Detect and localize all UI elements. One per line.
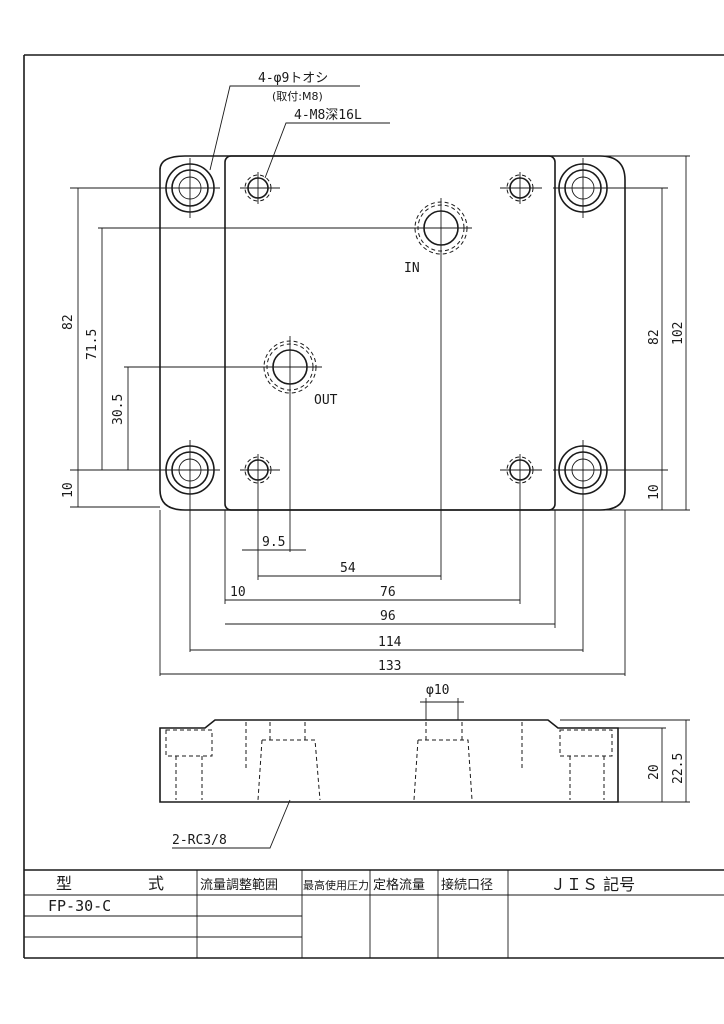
left-dimensions: 82 71.5 30.5 10 (61, 187, 420, 508)
side-view: φ10 20 22.5 2-RC3/8 (159, 683, 690, 849)
dim-right-102: 102 (671, 322, 686, 345)
plate-outline (159, 155, 626, 511)
table-header-jis: ＪＩＳ 記号 (550, 875, 635, 894)
dim-b-76: 76 (380, 585, 396, 600)
label-in: IN (404, 261, 420, 276)
dim-side-20: 20 (647, 764, 662, 780)
dim-left-71-5: 71.5 (85, 329, 100, 360)
callout-mount: (取付:M8) (272, 90, 323, 103)
table-header-rated-flow: 定格流量 (373, 877, 425, 893)
plate-body (224, 155, 556, 511)
dim-right-10: 10 (647, 484, 662, 500)
bottom-dimensions: 9.5 54 10 76 96 114 133 (159, 258, 626, 676)
leader-through-hole (209, 85, 360, 171)
dim-left-10: 10 (61, 482, 76, 498)
side-outline (159, 719, 619, 803)
dim-b-10: 10 (230, 585, 246, 600)
table-model-value: FP-30-C (48, 897, 111, 915)
dim-b-96: 96 (380, 609, 396, 624)
table-header-model-a: 型 (56, 874, 72, 893)
dim-left-30-5: 30.5 (111, 394, 126, 425)
dim-right-82: 82 (647, 329, 662, 345)
callout-through-hole: 4-φ9トオシ (258, 71, 328, 86)
tapped-hole-tr (500, 172, 542, 204)
dim-side-22-5: 22.5 (671, 753, 686, 784)
through-hole-br (553, 440, 613, 500)
dim-phi10: φ10 (426, 683, 449, 698)
dim-b-133: 133 (378, 659, 401, 674)
dim-left-82: 82 (61, 314, 76, 330)
tapped-hole-br (500, 454, 542, 490)
top-view: IN OUT 4-φ9トオシ (取付:M8) 4-M8深16L (159, 71, 626, 511)
label-out: OUT (314, 393, 338, 408)
leader-tapped (264, 122, 390, 179)
dim-b-54: 54 (340, 561, 356, 576)
through-hole-bl (160, 440, 220, 500)
in-port (410, 198, 472, 258)
out-port (258, 336, 322, 398)
callout-rc: 2-RC3/8 (172, 833, 227, 848)
table-header-port-size: 接続口径 (441, 877, 493, 893)
dim-b-9-5: 9.5 (262, 535, 285, 550)
tapped-hole-bl (240, 454, 280, 490)
table-header-max-pressure: 最高使用圧力 (303, 878, 369, 892)
through-hole-tr (553, 158, 613, 218)
tapped-hole-tl (240, 172, 280, 204)
spec-table: 型 式 流量調整範囲 最高使用圧力 定格流量 接続口径 ＪＩＳ 記号 FP-30… (24, 869, 724, 958)
table-header-model-b: 式 (148, 874, 164, 893)
callout-tapped: 4-M8深16L (294, 108, 362, 123)
dim-b-114: 114 (378, 635, 402, 650)
table-header-flow-range: 流量調整範囲 (200, 878, 278, 893)
right-dimensions: 82 102 10 (600, 155, 690, 511)
